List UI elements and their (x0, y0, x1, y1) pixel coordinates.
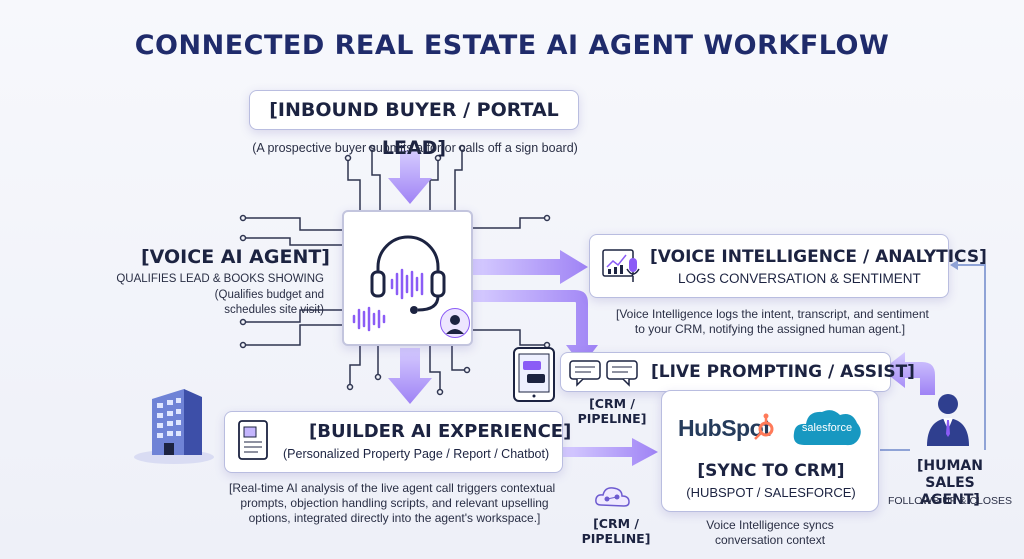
person-icon (927, 394, 969, 446)
crm-pipeline-1-line1: [CRM / (589, 396, 635, 411)
salesforce-logo: salesforce (792, 405, 862, 451)
arrow-builder-to-crm (563, 438, 658, 466)
page-title: CONNECTED REAL ESTATE AI AGENT WORKFLOW (134, 30, 890, 61)
arrow-agent-to-builder (388, 348, 432, 404)
hubspot-logo: HubSpot (678, 415, 771, 442)
headset-icon (352, 235, 446, 332)
arrow-human-to-live (882, 352, 935, 395)
voice-intel-box: [VOICE INTELLIGENCE / ANALYTICS] LOGS CO… (589, 234, 987, 298)
crm-pipeline-label-2: [CRM / PIPELINE] (578, 516, 654, 546)
hubspot-wordmark: HubSpot (678, 415, 771, 441)
voice-agent-line1: QUALIFIES LEAD & BOOKS SHOWING (116, 273, 324, 285)
voice-agent-line2: (Qualifies budget and (214, 289, 324, 301)
document-icon (238, 420, 268, 460)
live-prompting-title: [LIVE PROMPTING / ASSIST] (651, 362, 915, 382)
microphone-icon (626, 258, 640, 282)
line-human-to-intel (958, 264, 986, 450)
inbound-title: [INBOUND BUYER / PORTAL LEAD] (269, 99, 559, 159)
crm-sync-title: [SYNC TO CRM] (697, 461, 845, 481)
builder-subtitle: (Personalized Property Page / Report / C… (283, 447, 550, 461)
human-agent-line1: [HUMAN (917, 458, 983, 474)
voice-intel-title: [VOICE INTELLIGENCE / ANALYTICS] (650, 247, 987, 267)
human-agent-line3: FOLLOWS UP & CLOSES (887, 495, 1013, 507)
tablet-chat-icon (513, 347, 555, 402)
voice-intel-note-2: to your CRM, notifying the assigned huma… (634, 322, 906, 336)
voice-intel-subtitle: LOGS CONVERSATION & SENTIMENT (678, 271, 921, 286)
salesforce-wordmark: salesforce (801, 422, 853, 434)
chat-bubble-icon (569, 360, 638, 387)
builder-title: [BUILDER AI EXPERIENCE] (309, 421, 572, 442)
building-icon (134, 389, 214, 464)
human-agent-label: [HUMAN SALES AGENT] (895, 458, 1005, 509)
crm-pipeline-1-line2: PIPELINE] (577, 411, 647, 426)
crm-sync-note-1: Voice Intelligence syncs (706, 518, 834, 532)
arrow-agent-to-intel (473, 250, 588, 284)
crm-pipeline-label-1: [CRM / PIPELINE] (574, 396, 650, 426)
builder-box: [BUILDER AI EXPERIENCE] (Personalized Pr… (224, 411, 571, 473)
crm-pipeline-2-line2: PIPELINE] (581, 531, 651, 546)
crm-pipeline-2-line1: [CRM / (593, 516, 639, 531)
voice-ai-chip (342, 210, 473, 346)
cloud-network-icon (595, 487, 630, 507)
voice-agent-line3: schedules site visit) (224, 304, 324, 316)
crm-sync-subtitle: (HUBSPOT / SALESFORCE) (686, 485, 856, 500)
circuit-traces (239, 144, 551, 396)
inbound-box: [INBOUND BUYER / PORTAL LEAD] (249, 90, 579, 159)
builder-note-2: prompts, objection handling scripts, and… (240, 496, 549, 510)
voice-agent-title: [VOICE AI AGENT] (140, 246, 330, 268)
live-prompting-box: [LIVE PROMPTING / ASSIST] (560, 352, 915, 392)
arrow-inbound-to-agent (388, 150, 432, 204)
crm-sync-box: HubSpot salesforce [SYNC TO CRM] (HUBSPO… (661, 390, 879, 512)
builder-note-1: [Real-time AI analysis of the live agent… (229, 481, 556, 495)
builder-note-3: options, integrated directly into the ag… (248, 511, 541, 525)
inbound-caption: (A prospective buyer submits a for or ca… (252, 141, 578, 155)
crm-sync-note-2: conversation context (714, 533, 826, 547)
avatar-icon (440, 308, 470, 338)
hubspot-sprocket-icon (754, 413, 774, 440)
voice-intel-note-1: [Voice Intelligence logs the intent, tra… (616, 307, 929, 321)
human-agent-line2: SALES AGENT] (920, 475, 980, 508)
